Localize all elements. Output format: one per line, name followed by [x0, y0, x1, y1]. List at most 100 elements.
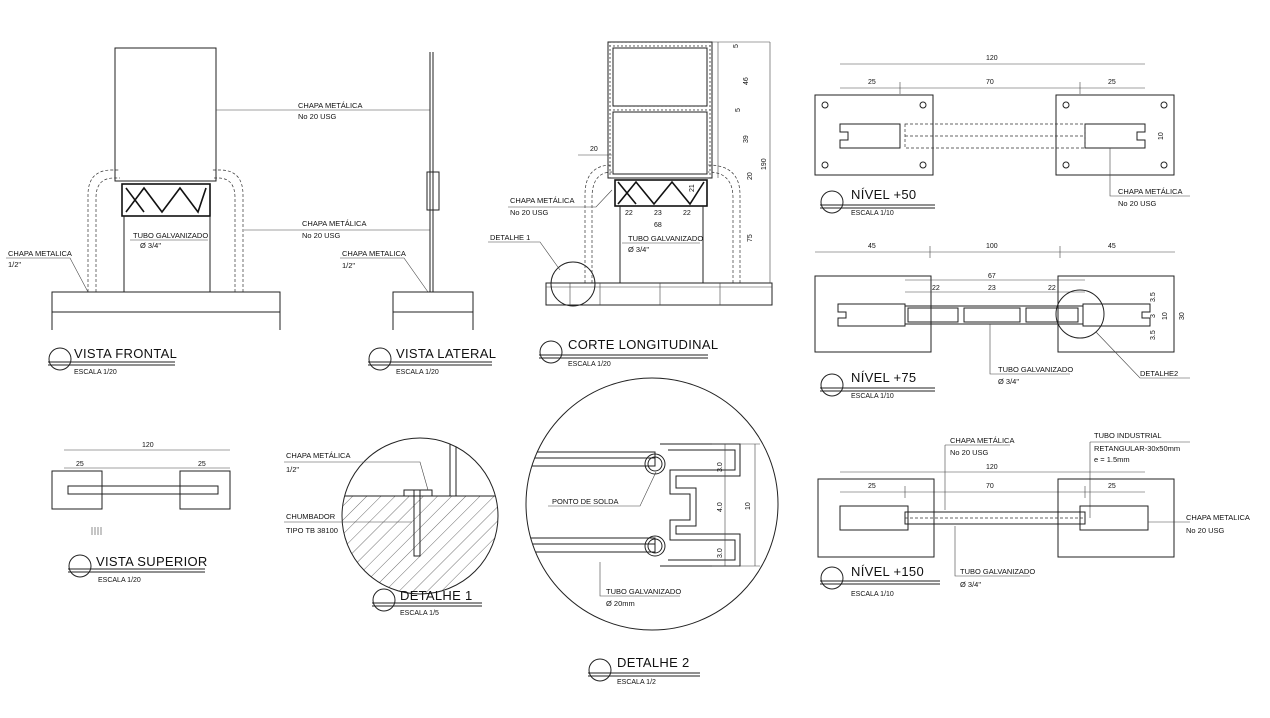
svg-text:No 20 USG: No 20 USG [1186, 526, 1225, 535]
detail-1-callout-circle [550, 261, 596, 307]
svg-text:46: 46 [743, 77, 750, 85]
scale-detalhe-2: ESCALA 1/2 [617, 679, 656, 686]
scale-detalhe-1: ESCALA 1/5 [400, 610, 439, 617]
svg-text:25: 25 [868, 483, 876, 490]
svg-text:22: 22 [1048, 285, 1056, 292]
svg-text:PONTO DE SOLDA: PONTO DE SOLDA [552, 497, 619, 506]
svg-text:No 20 USG: No 20 USG [950, 448, 989, 457]
svg-text:3.0: 3.0 [717, 462, 724, 472]
svg-text:45: 45 [868, 243, 876, 250]
svg-text:CHAPA METÁLICA: CHAPA METÁLICA [1118, 187, 1182, 196]
svg-text:TIPO TB 38100: TIPO TB 38100 [286, 526, 338, 535]
title-nivel-50: NÍVEL +50 [851, 187, 916, 202]
vista-superior-view: 120 25 25 VISTA SUPERIOR ESCALA 1/20 [51, 442, 231, 584]
title-nivel-150: NÍVEL +150 [851, 564, 924, 579]
svg-text:5: 5 [735, 108, 742, 112]
svg-text:120: 120 [142, 442, 154, 449]
metal-sheet-panel [114, 47, 217, 182]
svg-text:3.5: 3.5 [1150, 330, 1157, 340]
svg-text:Ø 20mm: Ø 20mm [606, 599, 635, 608]
svg-text:45: 45 [1108, 243, 1116, 250]
svg-text:20: 20 [590, 146, 598, 153]
title-vista-superior: VISTA SUPERIOR [96, 554, 208, 569]
left-tube-frame [87, 169, 120, 292]
svg-text:190: 190 [761, 158, 768, 170]
label-detalhe-1-ref: DETALHE 1 [490, 233, 530, 242]
svg-text:5: 5 [733, 44, 740, 48]
svg-text:70: 70 [986, 483, 994, 490]
label-chapa-metalica-corte: CHAPA METÁLICA [510, 196, 574, 205]
svg-text:3.0: 3.0 [717, 548, 724, 558]
title-vista-lateral: VISTA LATERAL [396, 346, 496, 361]
label-half-inch-lateral: 1/2" [342, 261, 355, 270]
svg-text:25: 25 [868, 79, 876, 86]
svg-text:120: 120 [986, 55, 998, 62]
label-chapa-metalica-3: CHAPA METALICA [8, 249, 72, 258]
svg-text:10: 10 [1158, 132, 1165, 140]
detalhe-1-view: CHAPA METÁLICA 1/2" CHUMBADOR TIPO TB 38… [284, 437, 499, 617]
svg-text:22: 22 [932, 285, 940, 292]
svg-text:67: 67 [988, 273, 996, 280]
label-chapa-metalica-2: CHAPA METÁLICA [302, 219, 366, 228]
label-phi34-corte: Ø 3/4" [628, 245, 649, 254]
truss-box [121, 183, 211, 217]
label-phi34: Ø 3/4" [140, 241, 161, 250]
label-tubo-galvanizado: TUBO GALVANIZADO [133, 231, 208, 240]
svg-text:75: 75 [747, 234, 754, 242]
nivel-75-view: 45 100 45 67 22 23 22 3.5 3 10 3.5 30 TU… [814, 243, 1190, 400]
label-chapa-metalica-lateral: CHAPA METALICA [342, 249, 406, 258]
svg-text:10: 10 [745, 502, 752, 510]
svg-text:68: 68 [654, 222, 662, 229]
detail-2-callout-circle [1055, 289, 1105, 339]
svg-text:70: 70 [986, 79, 994, 86]
svg-text:RETANGULAR-30x50mm: RETANGULAR-30x50mm [1094, 444, 1180, 453]
title-nivel-75: NÍVEL +75 [851, 370, 916, 385]
svg-text:Ø 3/4": Ø 3/4" [998, 377, 1019, 386]
svg-text:25: 25 [1108, 483, 1116, 490]
svg-text:CHAPA METALICA: CHAPA METALICA [1186, 513, 1250, 522]
svg-text:3: 3 [1150, 314, 1157, 318]
scale-nivel-150: ESCALA 1/10 [851, 591, 894, 598]
ground-hatch [51, 291, 281, 313]
ground-hatch-lateral [392, 291, 474, 313]
label-half-inch: 1/2" [8, 260, 21, 269]
title-vista-frontal: VISTA FRONTAL [74, 346, 177, 361]
svg-text:CHUMBADOR: CHUMBADOR [286, 512, 336, 521]
svg-text:23: 23 [988, 285, 996, 292]
right-tube-frame [212, 169, 244, 292]
svg-text:25: 25 [76, 461, 84, 468]
nivel-50-view: 120 25 70 25 10 CHAPA METÁLICA No 20 USG… [814, 55, 1190, 217]
svg-text:120: 120 [986, 464, 998, 471]
svg-text:TUBO GALVANIZADO: TUBO GALVANIZADO [606, 587, 681, 596]
scale-vista-frontal: ESCALA 1/20 [74, 369, 117, 376]
truss-diagonals [125, 186, 207, 214]
svg-text:DETALHE2: DETALHE2 [1140, 369, 1178, 378]
svg-text:22: 22 [625, 210, 633, 217]
label-no20usg: No 20 USG [298, 112, 337, 121]
svg-text:e = 1.5mm: e = 1.5mm [1094, 455, 1130, 464]
scale-corte-longitudinal: ESCALA 1/20 [568, 361, 611, 368]
label-no20usg-corte: No 20 USG [510, 208, 549, 217]
scale-nivel-50: ESCALA 1/10 [851, 210, 894, 217]
scale-nivel-75: ESCALA 1/10 [851, 393, 894, 400]
svg-text:10: 10 [1162, 312, 1169, 320]
svg-text:No 20 USG: No 20 USG [1118, 199, 1157, 208]
scale-vista-superior: ESCALA 1/20 [98, 577, 141, 584]
label-no20usg-2: No 20 USG [302, 231, 341, 240]
svg-text:25: 25 [198, 461, 206, 468]
vista-frontal-view: CHAPA METÁLICA No 20 USG CHAPA METÁLICA … [6, 47, 430, 376]
title-detalhe-1: DETALHE 1 [400, 588, 473, 603]
scale-vista-lateral: ESCALA 1/20 [396, 369, 439, 376]
corte-longitudinal-view: DETALHE 1 CHAPA METÁLICA No 20 USG TUBO … [488, 41, 773, 368]
title-detalhe-2: DETALHE 2 [617, 655, 690, 670]
svg-text:21: 21 [689, 184, 696, 192]
label-tubo-corte: TUBO GALVANIZADO [628, 234, 703, 243]
svg-text:Ø 3/4": Ø 3/4" [960, 580, 981, 589]
svg-text:22: 22 [683, 210, 691, 217]
svg-text:TUBO GALVANIZADO: TUBO GALVANIZADO [960, 567, 1035, 576]
vista-lateral-view: CHAPA METALICA 1/2" VISTA LATERAL ESCALA… [340, 52, 496, 376]
svg-text:4.0: 4.0 [717, 502, 724, 512]
svg-text:23: 23 [654, 210, 662, 217]
svg-text:39: 39 [743, 135, 750, 143]
